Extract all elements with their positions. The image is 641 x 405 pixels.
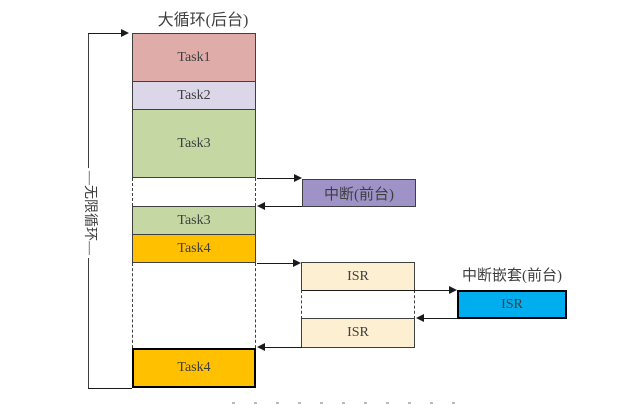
arrowhead-to-isr-icon (293, 259, 301, 267)
task3-label: Task3 (177, 135, 211, 151)
loop-line-bottom (88, 388, 132, 389)
main-loop-title: 大循环(后台) (157, 12, 249, 29)
task2-block: Task2 (132, 81, 256, 110)
isr-block-second: ISR (301, 318, 415, 348)
nested-isr-label: ISR (501, 296, 523, 312)
arrowhead-interrupt-return-icon (257, 202, 265, 210)
task3-block-second: Task3 (132, 206, 256, 235)
isr-label: ISR (347, 268, 369, 284)
task1-block: Task1 (132, 33, 256, 82)
arrow-task3-to-interrupt (257, 178, 295, 179)
task3-block-first: Task3 (132, 109, 256, 178)
interrupt-block: 中断(前台) (302, 179, 416, 207)
task4-label: Task4 (177, 240, 211, 256)
task3-label: Task3 (177, 212, 211, 228)
arrow-interrupt-return (264, 206, 302, 207)
loop-line-top (88, 33, 121, 34)
stack-gap-isr (132, 263, 256, 348)
arrow-isr-return (264, 347, 302, 348)
task4-block-first: Task4 (132, 234, 256, 263)
arrowhead-isr-return-icon (257, 343, 265, 351)
nested-isr-block: ISR (457, 290, 567, 319)
cut-off-caption-fragment (232, 402, 457, 404)
infinite-loop-label: —无限循环— (76, 168, 102, 258)
interrupt-label: 中断(前台) (324, 186, 394, 203)
arrowhead-to-interrupt-icon (294, 174, 302, 182)
arrow-nested-return (423, 318, 457, 319)
task1-label: Task1 (177, 49, 211, 65)
arrowhead-nested-return-icon (416, 314, 424, 322)
stack-gap-interrupt (132, 178, 256, 206)
arrow-task4-to-isr (257, 263, 294, 264)
isr-block-first: ISR (301, 262, 415, 291)
arrow-isr-to-nested (302, 290, 450, 291)
isr-label: ISR (347, 325, 369, 340)
task4-label: Task4 (177, 360, 211, 375)
isr-gap-nested (301, 290, 415, 319)
nested-interrupt-title: 中断嵌套(前台) (462, 268, 562, 284)
loop-entry-arrowhead-icon (121, 29, 129, 37)
task2-label: Task2 (177, 87, 211, 103)
arrowhead-to-nested-icon (449, 286, 457, 294)
task4-block-second: Task4 (132, 348, 256, 388)
